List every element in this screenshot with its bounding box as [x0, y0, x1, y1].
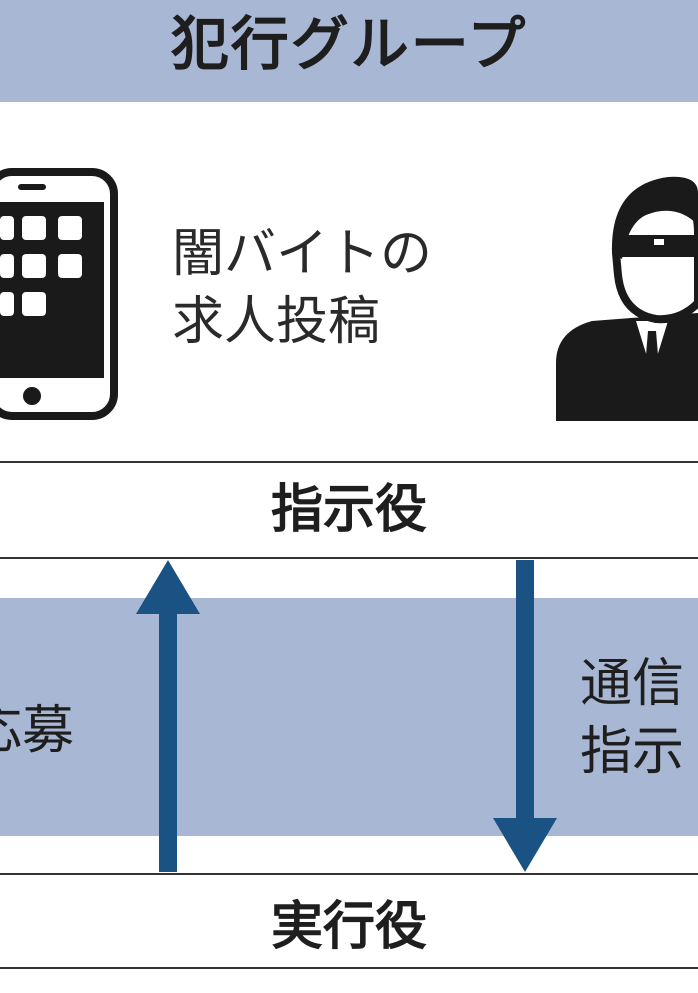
communication-instruction-label: 通信 指示 — [580, 654, 685, 782]
up-arrow — [136, 560, 200, 872]
down-arrow — [493, 560, 557, 872]
divider-line — [0, 967, 698, 969]
tablet-icon — [0, 168, 118, 420]
apply-label: 応募 — [0, 701, 75, 761]
group-header-band — [0, 0, 698, 102]
flow-band — [0, 598, 698, 836]
divider-line — [0, 461, 698, 463]
executor-label: 実行役 — [270, 897, 427, 957]
person-sunglasses-icon — [556, 176, 698, 421]
divider-line — [0, 873, 698, 875]
recruitment-post-text: 闇バイトの 求人投稿 — [172, 224, 433, 352]
group-title: 犯行グループ — [170, 10, 528, 78]
instructor-label: 指示役 — [270, 480, 427, 540]
divider-line — [0, 557, 698, 559]
